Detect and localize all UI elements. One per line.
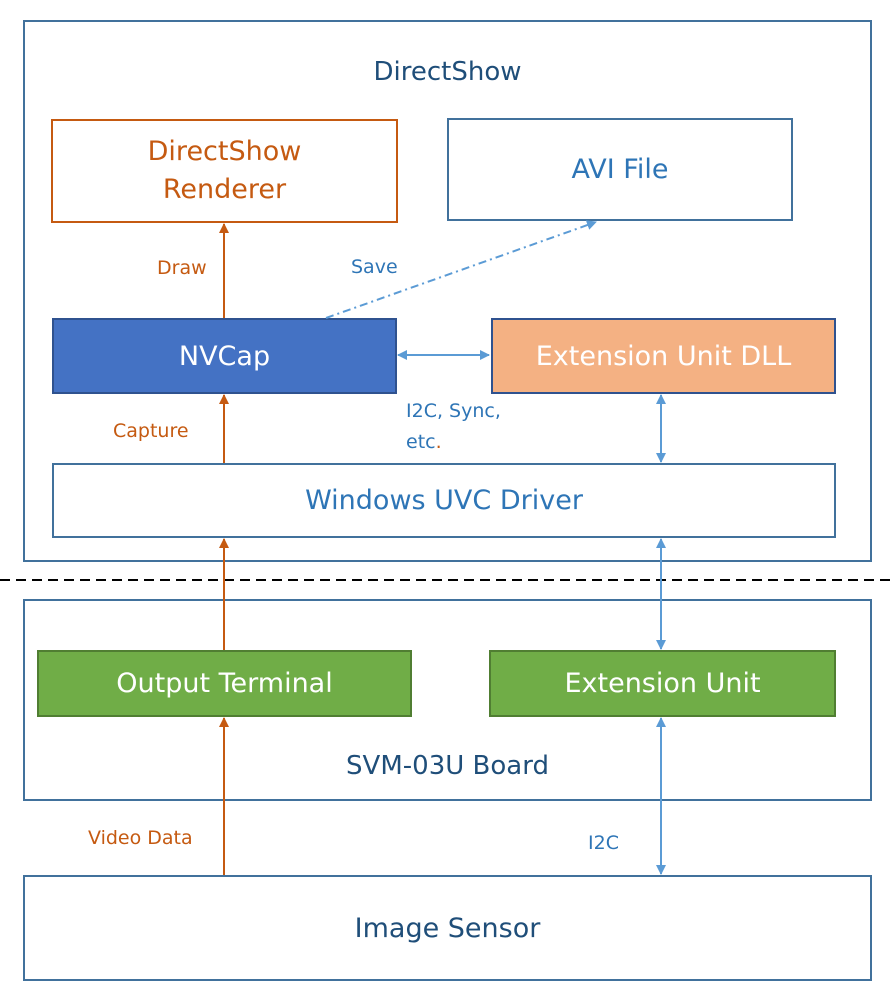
i2c-sync-dot: . bbox=[435, 431, 442, 453]
i2c-label: I2C bbox=[588, 832, 619, 854]
output-terminal-node[interactable]: Output Terminal bbox=[37, 650, 412, 717]
output-terminal-label: Output Terminal bbox=[116, 668, 333, 699]
extension-unit-label: Extension Unit bbox=[564, 668, 761, 699]
save-arrow bbox=[325, 220, 597, 319]
extension-unit-dll-node[interactable]: Extension Unit DLL bbox=[491, 318, 836, 394]
uvc-driver-label: Windows UVC Driver bbox=[305, 485, 583, 516]
image-sensor-label: Image Sensor bbox=[354, 912, 541, 944]
extension-unit-dll-label: Extension Unit DLL bbox=[535, 340, 792, 372]
i2c-sync-etc: etc bbox=[406, 431, 436, 453]
extension-unit-node[interactable]: Extension Unit bbox=[489, 650, 836, 717]
capture-label: Capture bbox=[113, 420, 189, 442]
nvcap-node[interactable]: NVCap bbox=[52, 318, 397, 394]
renderer-label-line2: Renderer bbox=[162, 174, 287, 205]
draw-label: Draw bbox=[157, 257, 207, 279]
image-sensor-node[interactable]: Image Sensor bbox=[23, 875, 872, 981]
uvc-driver-node[interactable]: Windows UVC Driver bbox=[52, 463, 836, 538]
nvcap-label: NVCap bbox=[178, 340, 271, 372]
board-title: SVM-03U Board bbox=[346, 751, 549, 781]
directshow-title: DirectShow bbox=[373, 57, 522, 87]
renderer-label-line1: DirectShow bbox=[147, 136, 302, 167]
save-label: Save bbox=[351, 256, 398, 278]
i2c-sync-label-line2: etc. bbox=[406, 431, 442, 453]
avi-file-node[interactable]: AVI File bbox=[447, 118, 793, 221]
avi-file-label: AVI File bbox=[571, 154, 669, 185]
directshow-renderer-node[interactable]: DirectShow Renderer bbox=[51, 119, 398, 223]
video-data-label: Video Data bbox=[88, 827, 193, 849]
i2c-sync-label-line1: I2C, Sync, bbox=[406, 400, 501, 422]
